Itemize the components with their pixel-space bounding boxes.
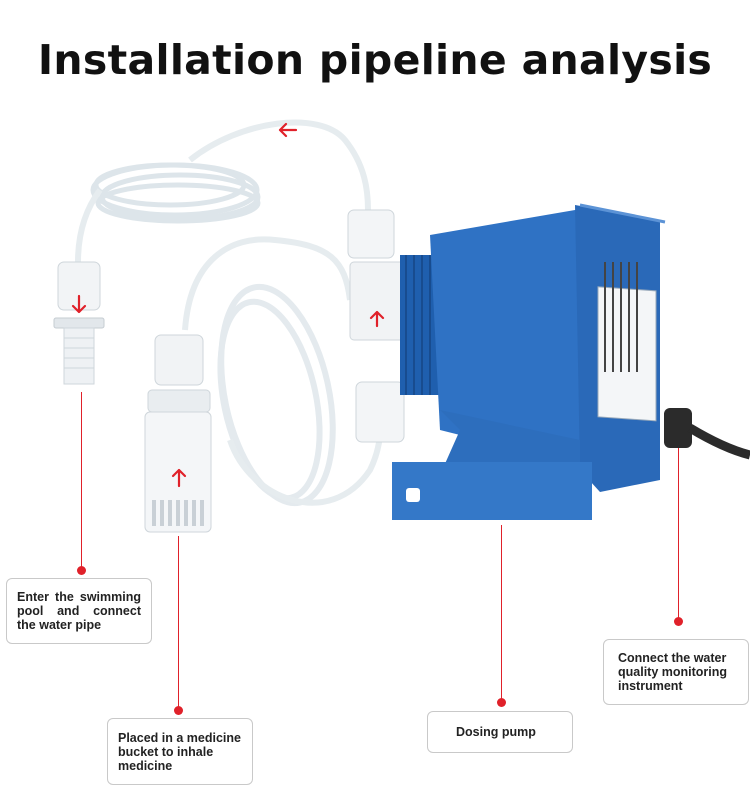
callout-bucket: Placed in a medicine bucket to inhale me… — [107, 718, 253, 785]
callout-pump: Dosing pump — [427, 711, 573, 753]
leader-line-pool — [81, 392, 82, 572]
tube-top-arc — [188, 119, 371, 211]
foot-valve — [144, 334, 212, 533]
tube-suction — [182, 236, 353, 331]
tube-coil-top — [90, 162, 261, 224]
tube-coil-lower — [217, 283, 336, 507]
tube-left-drop — [75, 188, 103, 263]
power-cable — [664, 408, 750, 460]
leader-line-monitor — [678, 448, 679, 620]
pool-connector — [53, 261, 105, 385]
callout-bucket-text: Placed in a medicine bucket to inhale me… — [118, 730, 241, 773]
leader-dot-monitor — [674, 617, 683, 626]
leader-line-pump — [501, 525, 502, 701]
callout-pump-text: Dosing pump — [456, 725, 536, 739]
flow-arrow-icon — [71, 122, 385, 488]
dosing-pump — [392, 203, 666, 520]
callout-monitor: Connect the water quality monitoring ins… — [603, 639, 749, 705]
callout-pool-text: Enter the swimming pool and connect the … — [17, 590, 141, 632]
leader-line-bucket — [178, 536, 179, 708]
callout-monitor-text: Connect the water quality monitoring ins… — [618, 651, 728, 693]
leader-dot-bucket — [174, 706, 183, 715]
callout-pool: Enter the swimming pool and connect the … — [6, 578, 152, 644]
page-title: Installation pipeline analysis — [37, 36, 713, 84]
leader-dot-pump — [497, 698, 506, 707]
pump-valves — [347, 209, 407, 443]
leader-dot-pool — [77, 566, 86, 575]
